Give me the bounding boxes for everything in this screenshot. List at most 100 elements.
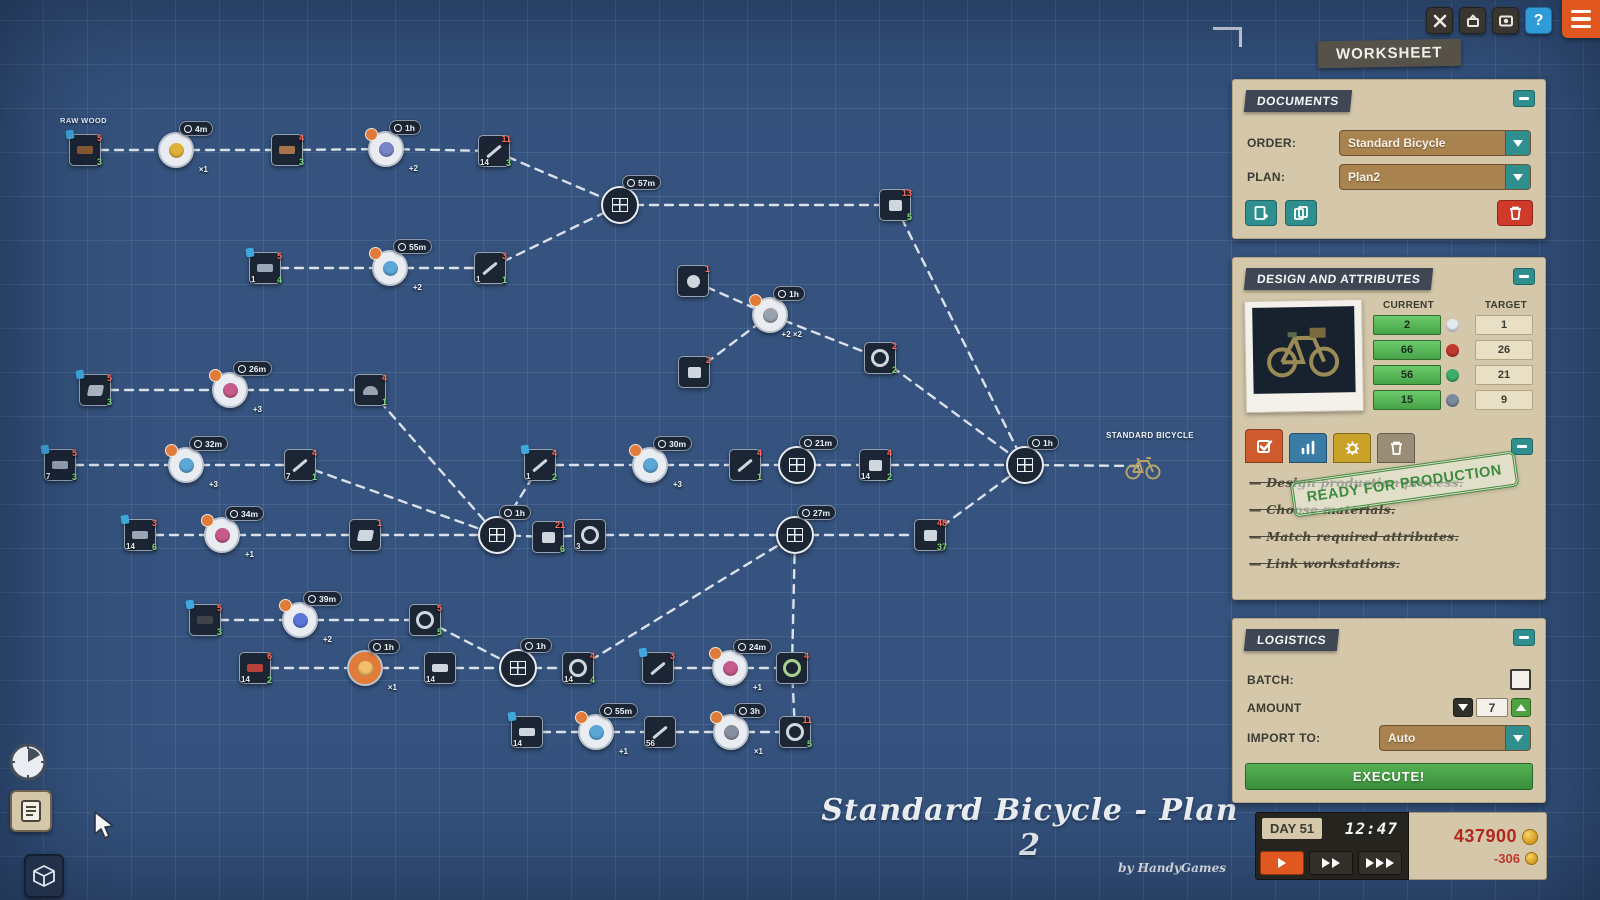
assembly-node-h_mid[interactable]: 21m [778, 435, 839, 484]
checklist-collapse-button[interactable] [1511, 438, 1533, 455]
assembly-node-h_left[interactable]: 1h [478, 505, 531, 554]
order-dropdown[interactable]: Standard Bicycle [1339, 130, 1531, 156]
machine-node-m_bend[interactable]: 30m+3 [629, 436, 693, 489]
assembly-node-h_final[interactable]: 1h [1006, 435, 1059, 484]
required-count: 4 [589, 651, 595, 661]
item-node-spokes[interactable]: 3 [638, 647, 675, 684]
clock-icon [184, 124, 192, 133]
tab-delete[interactable] [1377, 433, 1415, 463]
assembly-node-h_right[interactable]: 27m [776, 505, 837, 554]
plan-dropdown[interactable]: Plan2 [1339, 164, 1531, 190]
duration-label: 57m [622, 175, 662, 190]
machine-icon [168, 142, 184, 158]
tab-checklist[interactable] [1245, 429, 1283, 463]
copy-plan-button[interactable] [1285, 200, 1317, 226]
machine-node-m_lathe_c[interactable]: 55m+1 [575, 703, 639, 756]
execute-button[interactable]: EXECUTE! [1245, 763, 1533, 790]
amount-increase-button[interactable] [1511, 698, 1531, 717]
required-count: 13 [901, 188, 912, 198]
flow-edge [893, 203, 1027, 467]
machine-node-m_cut[interactable]: 34m+1 [201, 506, 265, 559]
item-node-tube_b[interactable]: 14 [507, 711, 543, 748]
item-node-painted[interactable]: 14 [424, 652, 456, 684]
stock-button[interactable] [24, 854, 64, 898]
material-icon [581, 526, 599, 544]
workbench-icon [1017, 458, 1033, 472]
workbench-icon [787, 528, 803, 542]
machine-node-m_lathe_b[interactable]: 32m+3 [165, 436, 229, 489]
fast-forward-button[interactable] [1309, 851, 1353, 875]
multiplier-label: +2 ×2 [781, 330, 802, 339]
machine-node-m_saw[interactable]: 4m×1 [158, 121, 214, 174]
item-node-axle[interactable]: 56 [644, 716, 676, 748]
flow-edge [298, 463, 499, 537]
amount-decrease-button[interactable] [1453, 698, 1473, 717]
daytime-gauge[interactable] [8, 742, 48, 782]
required-count: 6 [266, 651, 272, 661]
machine-node-m_paint[interactable]: 1h×1 [347, 639, 400, 692]
available-count: 1 [501, 275, 507, 285]
help-button[interactable]: ? [1525, 7, 1552, 34]
item-node-rim[interactable]: 4 [776, 651, 809, 684]
machine-node-m_rim[interactable]: 24m+1 [709, 639, 773, 692]
item-node-sphere[interactable]: 1 [677, 264, 710, 297]
machine-node-m_compass[interactable]: 3h×1 [710, 703, 766, 756]
menu-button[interactable] [1562, 0, 1600, 38]
stock-count: 1 [251, 275, 256, 284]
photo-mode-button[interactable] [1492, 7, 1519, 34]
batch-checkbox[interactable] [1510, 669, 1531, 690]
item-node-plate[interactable]: 1 [349, 518, 382, 551]
item-node-lump[interactable]: 2 [678, 355, 711, 388]
new-plan-button[interactable] [1245, 200, 1277, 226]
import-to-dropdown[interactable]: Auto [1379, 725, 1531, 751]
money-amount: 437900 [1453, 826, 1517, 846]
machine-node-m_lathe_a[interactable]: 55m+2 [369, 239, 433, 292]
documents-collapse-button[interactable] [1513, 90, 1535, 107]
play-button[interactable] [1260, 851, 1304, 875]
tools-button[interactable] [1426, 7, 1453, 34]
machine-node-m_sew[interactable]: 26m+3 [209, 361, 273, 414]
assembly-node-h_top[interactable]: 57m [601, 175, 662, 224]
fastest-button[interactable] [1358, 851, 1402, 875]
tab-workstations[interactable] [1333, 433, 1371, 463]
item-node-gearset[interactable]: 3 [574, 519, 606, 551]
logistics-section: LOGISTICS BATCH: AMOUNT 7 IMPORT TO: Aut… [1232, 618, 1546, 803]
build-button[interactable] [1459, 7, 1486, 34]
worksheet-shortcut-button[interactable] [10, 790, 52, 832]
product-node[interactable] [1123, 451, 1163, 481]
delete-plan-button[interactable] [1497, 200, 1533, 226]
tag-icon [245, 247, 255, 258]
assembly-node-h_low[interactable]: 1h [499, 638, 552, 687]
machine-node-m_mold[interactable]: 39m+2 [279, 591, 343, 644]
available-count: 4 [589, 675, 595, 685]
design-collapse-button[interactable] [1513, 268, 1535, 285]
tab-statistics[interactable] [1289, 433, 1327, 463]
machine-node-m_press[interactable]: 1h+2 [365, 120, 421, 173]
clock-icon [525, 641, 533, 650]
material-icon [650, 661, 666, 675]
machine-node-m_weld[interactable]: 1h+2 ×2 [749, 286, 805, 339]
logistics-collapse-button[interactable] [1513, 629, 1535, 646]
